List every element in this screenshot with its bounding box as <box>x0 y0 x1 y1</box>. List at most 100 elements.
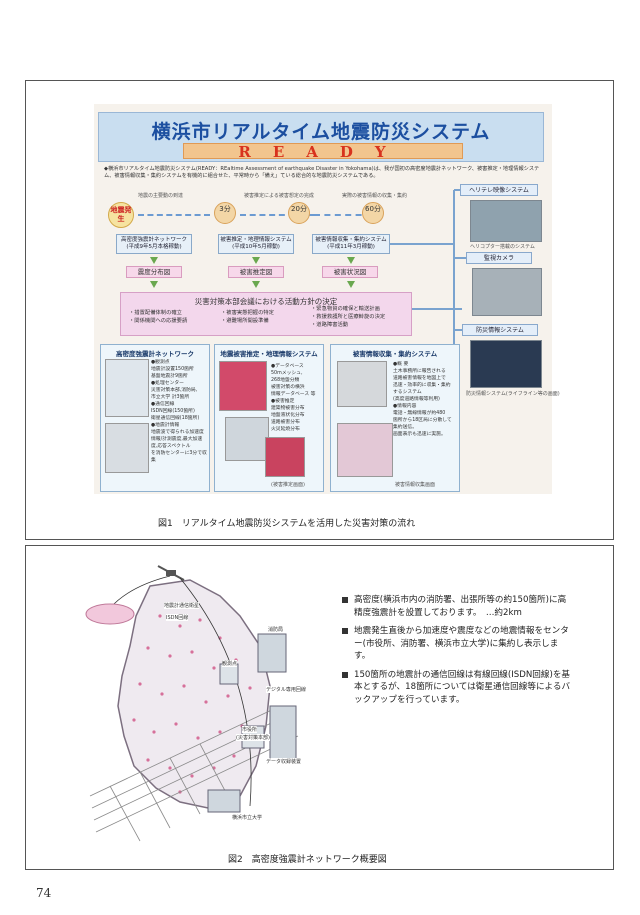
panel-item: 情報/計測震度,最大加速 <box>151 437 203 442</box>
bullet-item: 150箇所の地震計の通信回線は有線回線(ISDN回線)を基本とするが、18箇所に… <box>342 669 574 707</box>
system-date-2: (平成10年5月稼動) <box>232 244 280 250</box>
panel-item: 画面表示も迅速に実施。 <box>393 432 446 437</box>
system-box-2: 被害推定・地理情報システム (平成10年5月稼動) <box>218 234 294 254</box>
panel-item: ●処理センター <box>151 381 184 386</box>
damage-map-3 <box>265 437 305 477</box>
panel-item: 道路被害情報を地図上で <box>393 376 446 381</box>
satellite-icon <box>157 565 185 581</box>
ready-bar: READY <box>183 143 463 161</box>
panel-item: 地震波で得られる加速度 <box>151 430 204 435</box>
panel-damage-info: 被害情報収集・集約システム ●概 要 土木事務所に報告される 道路被害情報を地図… <box>330 344 460 492</box>
info-map-1 <box>337 361 387 407</box>
panel-item: 度,応答スペクトル <box>151 444 191 449</box>
map-caption: (被害推定画面) <box>271 482 305 488</box>
system-box-3: 被害情報収集・集約システム (平成11年3月稼動) <box>312 234 390 254</box>
timeline-label-3: 実際の被害情報の収集・集約 <box>342 193 408 199</box>
decision-title: 災害対策本部会議における活動方針の決定 <box>194 297 338 306</box>
bubble-60min: 60分 <box>362 202 384 224</box>
figure2-bullets: 高密度(横浜市内の消防署、出張所等の約150箇所)に高精度強震計を設置しておりま… <box>342 594 574 712</box>
panel-item: 被害対策の横浜 <box>271 385 305 390</box>
page-number: 74 <box>36 886 52 900</box>
decision-item: ・避難場所開設準備 <box>221 318 269 324</box>
system-date-1: (平成9年5月本格稼動) <box>126 244 182 250</box>
output-intensity-map: 震度分布図 <box>126 266 182 278</box>
system-name-1: 高密度強震計ネットワーク <box>120 237 187 243</box>
panel-item: 土木事務所に報告される <box>393 369 446 374</box>
panel-list: ●データベース 50mメッシュ, 268地盤分類 被害対策の横浜 情報データベー… <box>271 363 323 433</box>
panel-item: ●観測点 <box>151 360 170 365</box>
panel-item: ISDN回線(150箇所) <box>151 409 195 414</box>
timeline-dash-2 <box>240 214 314 216</box>
panel-item: 情報データベース 等 <box>271 392 316 397</box>
isdn-label: ISDN回線 <box>166 614 189 621</box>
figure1-caption: 図1 リアルタイム地震防災システムを活用した災害対策の流れ <box>158 519 416 529</box>
heli-photo <box>470 200 542 242</box>
panel-title: 高密度強震計ネットワーク <box>116 350 194 358</box>
output-damage-estimate: 被害推定図 <box>228 266 284 278</box>
panel-list: ●概 要 土木事務所に報告される 道路被害情報を地図上で 迅速・効率的に収集・集… <box>393 361 459 438</box>
decision-item: ・関係機関への応援要請 <box>129 318 188 324</box>
camera-photo <box>472 268 542 316</box>
panel-item: 基盤地震計9箇所 <box>151 374 188 379</box>
network-map <box>105 359 149 417</box>
fire-building-icon <box>257 633 287 673</box>
panel-item: 集約送信。 <box>393 425 417 430</box>
camera-label: 監視カメラ <box>466 252 532 264</box>
timeline-dash-3 <box>314 214 372 216</box>
panel-item: 建築物被害分布 <box>271 406 305 411</box>
panel-item: (高度道路情報等利用) <box>393 397 440 402</box>
system-name-3: 被害情報収集・集約システム <box>315 237 387 243</box>
info-system-label: 防災情報システム <box>462 324 538 336</box>
timeline-label-1: 地震の主要動の到達 <box>138 193 184 199</box>
heli-sub: ヘリコプター搭載のシステム <box>470 244 535 250</box>
figure1-slide: 横浜市リアルタイム地震防災システム READY ◆横浜市リアルタイム地震防災シス… <box>94 104 560 494</box>
map-caption: 被害情報収集画面 <box>395 482 436 488</box>
info-system-photo <box>470 340 542 388</box>
connector-lines <box>390 189 466 364</box>
arrow-down-3 <box>347 257 355 264</box>
panel-item: 電話・無線情報が約480 <box>393 411 446 416</box>
bullet-text: 高密度(横浜市内の消防署、出張所等の約150箇所)に高精度強震計を設置しておりま… <box>354 595 567 618</box>
bubble-3min: 3分 <box>214 202 236 224</box>
network-diagram <box>85 565 299 842</box>
decision-item: ・被害実態把握の特定 <box>221 310 274 316</box>
bullet-square-icon <box>342 597 348 603</box>
damage-map-1 <box>219 361 267 411</box>
panel-item: 迅速・効率的に収集・集約 <box>393 383 451 388</box>
panel-item: ●地震計情報 <box>151 423 180 428</box>
panel-item: ●概 要 <box>393 362 409 367</box>
panel-seismometer-network: 高密度強震計ネットワーク ●観測点 地震計設置150箇所 基盤地震計9箇所 ●処… <box>100 344 210 492</box>
relay-node <box>85 603 135 625</box>
bubble-20min: 20分 <box>288 202 310 224</box>
panel-item: ●通信回線 <box>151 402 175 407</box>
info-map-2 <box>337 423 393 477</box>
arrow-down-2 <box>252 257 260 264</box>
waveform-screen <box>105 423 149 473</box>
decision-box: 災害対策本部会議における活動方針の決定 ・措置配備体制の確立 ・関係機関への応援… <box>120 292 412 336</box>
arrow-down-5 <box>252 281 260 288</box>
timeline-label-2: 被害推定による被害想定の完成 <box>244 193 314 199</box>
output-damage-status: 被害状況図 <box>322 266 378 278</box>
panel-item: 市立大学 計3箇所 <box>151 395 190 400</box>
panel-item: 地震計設置150箇所 <box>151 367 194 372</box>
univ-building-icon <box>207 789 241 813</box>
station-building-icon <box>219 663 239 685</box>
panel-title: 被害情報収集・集約システム <box>352 350 438 358</box>
arrow-down-1 <box>150 257 158 264</box>
cityhall-building-icon <box>269 705 297 765</box>
timeline-dash-1 <box>138 214 210 216</box>
system-date-3: (平成11年3月稼動) <box>327 244 375 250</box>
bullet-item: 地震発生直後から加速度や震度などの地震情報をセンター(市役所、消防署、横浜市立大… <box>342 625 574 663</box>
damage-map-2 <box>225 417 269 461</box>
info-sub: 防災情報システム(ライフライン等の画面) <box>466 391 560 397</box>
panel-item: ●情報内容 <box>393 404 417 409</box>
panel-item: 道路被害分布 <box>271 420 300 425</box>
panel-item: ●データベース <box>271 364 304 369</box>
decision-col-1: ・措置配備体制の確立 ・関係機関への応援要請 <box>129 309 187 325</box>
decision-item: ・緊急物資の確保と輸送計画 <box>311 306 380 312</box>
ready-logo: READY <box>238 143 408 161</box>
panel-item: 50mメッシュ, <box>271 371 303 376</box>
digital-line-label: デジタル専用回線 <box>266 686 306 693</box>
bullet-text: 150箇所の地震計の通信回線は有線回線(ISDN回線)を基本とするが、18箇所に… <box>354 669 571 705</box>
panel-title: 地震被害推定・地理情報システム <box>220 350 318 358</box>
